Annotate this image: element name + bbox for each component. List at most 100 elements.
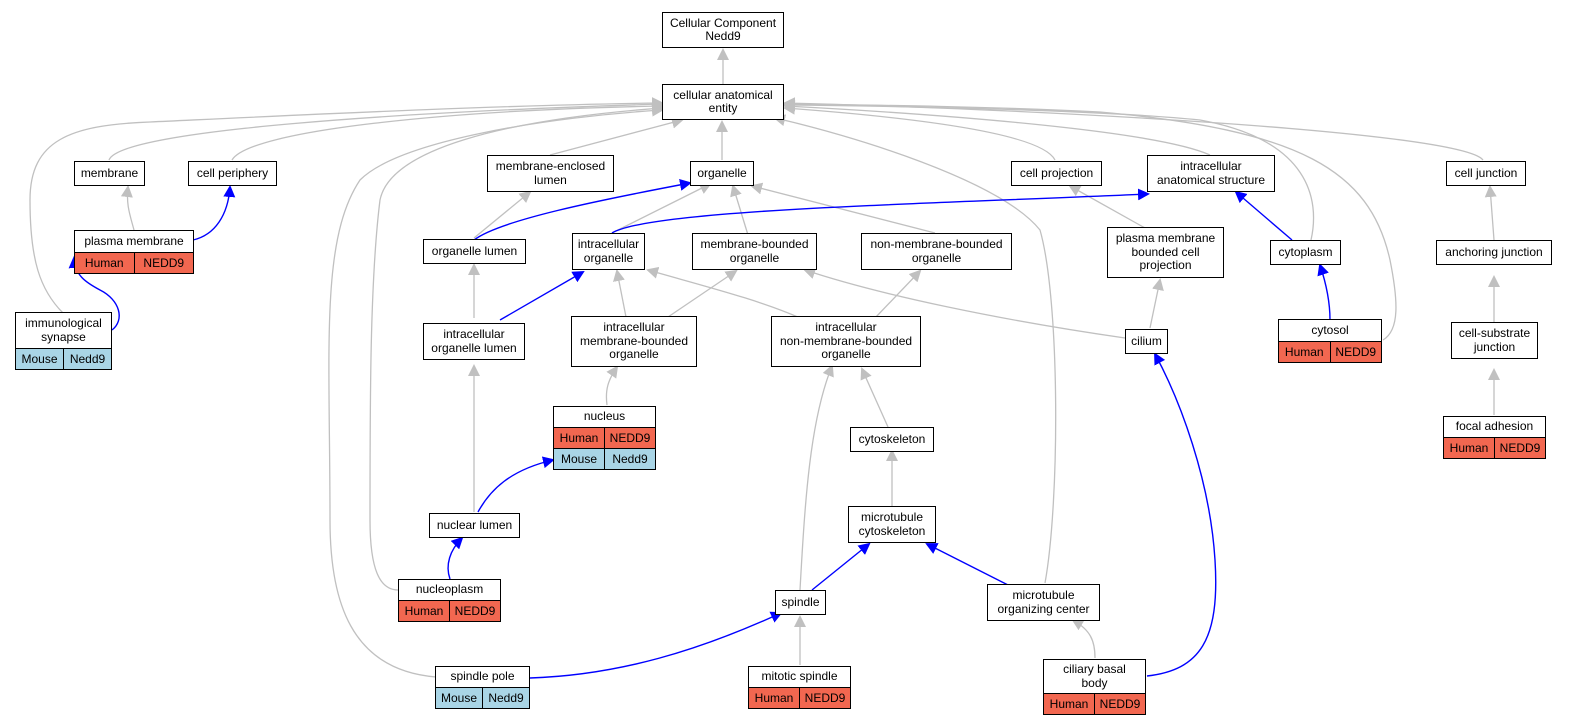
species-tags: Human NEDD9	[399, 601, 500, 621]
gene-tag[interactable]: NEDD9	[1094, 694, 1145, 714]
node-intracellular-non-membrane-bounded-organelle[interactable]: intracellular non-membrane-bounded organ…	[771, 316, 921, 367]
node-label: non-membrane-bounded organelle	[870, 237, 1003, 265]
species-tags: Human NEDD9	[554, 428, 655, 449]
node-label: anchoring junction	[1445, 244, 1543, 259]
node-cell-junction[interactable]: cell junction	[1446, 161, 1526, 186]
node-label: intracellular anatomical structure	[1156, 159, 1266, 187]
node-plasma-membrane[interactable]: plasma membrane Human NEDD9	[74, 230, 194, 274]
node-intracellular-organelle-lumen[interactable]: intracellular organelle lumen	[423, 323, 525, 360]
node-label: intracellular membrane-bounded organelle	[579, 320, 689, 362]
node-label: intracellular organelle	[577, 237, 640, 265]
node-nucleus[interactable]: nucleus Human NEDD9 Mouse Nedd9	[553, 406, 656, 470]
species-tags: Human NEDD9	[749, 688, 850, 708]
node-membrane-enclosed-lumen[interactable]: membrane-enclosed lumen	[487, 155, 614, 192]
node-label: cell projection	[1019, 165, 1094, 180]
species-tags: Human NEDD9	[1444, 438, 1545, 458]
node-microtubule-cytoskeleton[interactable]: microtubule cytoskeleton	[848, 506, 936, 543]
species-tags: Human NEDD9	[75, 253, 193, 273]
gene-tag[interactable]: NEDD9	[799, 688, 850, 708]
species-tag-human[interactable]: Human	[399, 601, 449, 621]
node-cytosol[interactable]: cytosol Human NEDD9	[1278, 319, 1382, 363]
node-cilium[interactable]: cilium	[1125, 329, 1168, 354]
node-immunological-synapse[interactable]: immunological synapse Mouse Nedd9	[15, 312, 112, 370]
node-label: cilium	[1131, 333, 1162, 348]
node-spindle[interactable]: spindle	[775, 590, 826, 615]
node-mitotic-spindle[interactable]: mitotic spindle Human NEDD9	[748, 666, 851, 709]
node-label: immunological synapse	[16, 313, 111, 349]
node-label: organelle	[697, 165, 747, 180]
node-label: focal adhesion	[1444, 417, 1545, 438]
species-tags: Mouse Nedd9	[16, 349, 111, 369]
node-label: cell junction	[1454, 165, 1518, 180]
gene-tag[interactable]: Nedd9	[604, 449, 655, 469]
node-label: cell-substrate junction	[1458, 326, 1531, 354]
species-tag-human[interactable]: Human	[1279, 342, 1330, 362]
species-tag-mouse[interactable]: Mouse	[16, 349, 63, 369]
node-focal-adhesion[interactable]: focal adhesion Human NEDD9	[1443, 416, 1546, 459]
node-intracellular-membrane-bounded-organelle[interactable]: intracellular membrane-bounded organelle	[571, 316, 697, 367]
node-organelle-lumen[interactable]: organelle lumen	[423, 239, 526, 264]
gene-tag[interactable]: Nedd9	[63, 349, 111, 369]
node-label: cellular anatomical entity	[673, 87, 773, 115]
node-label: membrane-bounded organelle	[700, 237, 809, 265]
node-label: nucleoplasm	[399, 580, 500, 601]
node-spindle-pole[interactable]: spindle pole Mouse Nedd9	[435, 666, 530, 709]
gene-tag[interactable]: NEDD9	[133, 253, 193, 273]
node-ciliary-basal-body[interactable]: ciliary basal body Human NEDD9	[1043, 659, 1146, 715]
gene-tag[interactable]: NEDD9	[1494, 438, 1545, 458]
is-a-edges	[29, 48, 1500, 678]
gene-tag[interactable]: NEDD9	[1329, 342, 1381, 362]
node-nuclear-lumen[interactable]: nuclear lumen	[429, 513, 520, 538]
species-tag-human[interactable]: Human	[75, 253, 134, 273]
node-cytoplasm[interactable]: cytoplasm	[1270, 240, 1341, 265]
part-of-edges	[68, 178, 1331, 679]
gene-tag[interactable]: NEDD9	[449, 601, 500, 621]
node-plasma-membrane-bounded-cell-projection[interactable]: plasma membrane bounded cell projection	[1107, 227, 1224, 278]
node-label: intracellular non-membrane-bounded organ…	[779, 320, 913, 362]
node-label: cytosol	[1279, 320, 1381, 342]
node-label: cytoplasm	[1278, 244, 1333, 259]
node-label: membrane	[80, 165, 139, 180]
species-tag-human[interactable]: Human	[554, 428, 604, 448]
node-cell-substrate-junction[interactable]: cell-substrate junction	[1451, 322, 1538, 359]
node-label: mitotic spindle	[749, 667, 850, 688]
species-tag-human[interactable]: Human	[749, 688, 799, 708]
node-nucleoplasm[interactable]: nucleoplasm Human NEDD9	[398, 579, 501, 622]
node-cellular-anatomical-entity[interactable]: cellular anatomical entity	[662, 84, 784, 120]
node-label: organelle lumen	[431, 243, 518, 258]
node-cell-periphery[interactable]: cell periphery	[188, 161, 277, 186]
species-tag-human[interactable]: Human	[1044, 694, 1094, 714]
node-cytoskeleton[interactable]: cytoskeleton	[850, 427, 934, 452]
node-label: microtubule organizing center	[997, 588, 1090, 616]
node-label: nuclear lumen	[436, 517, 513, 532]
node-label: plasma membrane	[75, 231, 193, 253]
node-label: Cellular Component Nedd9	[669, 15, 777, 43]
gene-tag[interactable]: Nedd9	[482, 688, 529, 708]
species-tags: Human NEDD9	[1279, 342, 1381, 362]
node-intracellular-anatomical-structure[interactable]: intracellular anatomical structure	[1147, 155, 1275, 192]
species-tag-human[interactable]: Human	[1444, 438, 1494, 458]
node-membrane-bounded-organelle[interactable]: membrane-bounded organelle	[692, 233, 817, 270]
node-label: microtubule cytoskeleton	[858, 510, 926, 538]
node-label: intracellular organelle lumen	[431, 327, 517, 355]
species-tag-mouse[interactable]: Mouse	[554, 449, 604, 469]
node-label: cytoskeleton	[858, 431, 926, 446]
node-cellular-component-root[interactable]: Cellular Component Nedd9	[662, 12, 784, 48]
node-microtubule-organizing-center[interactable]: microtubule organizing center	[987, 584, 1100, 621]
species-tags: Mouse Nedd9	[436, 688, 529, 708]
node-label: spindle pole	[436, 667, 529, 688]
species-tag-mouse[interactable]: Mouse	[436, 688, 482, 708]
node-membrane[interactable]: membrane	[74, 161, 145, 186]
node-non-membrane-bounded-organelle[interactable]: non-membrane-bounded organelle	[861, 233, 1012, 270]
node-label: membrane-enclosed lumen	[495, 159, 606, 187]
node-intracellular-organelle[interactable]: intracellular organelle	[572, 233, 645, 270]
node-cell-projection[interactable]: cell projection	[1011, 161, 1102, 186]
node-label: ciliary basal body	[1044, 660, 1145, 694]
gene-tag[interactable]: NEDD9	[604, 428, 655, 448]
node-label: cell periphery	[196, 165, 269, 180]
node-label: plasma membrane bounded cell projection	[1115, 231, 1216, 273]
species-tags: Mouse Nedd9	[554, 449, 655, 469]
node-organelle[interactable]: organelle	[690, 161, 754, 186]
node-anchoring-junction[interactable]: anchoring junction	[1436, 240, 1552, 265]
